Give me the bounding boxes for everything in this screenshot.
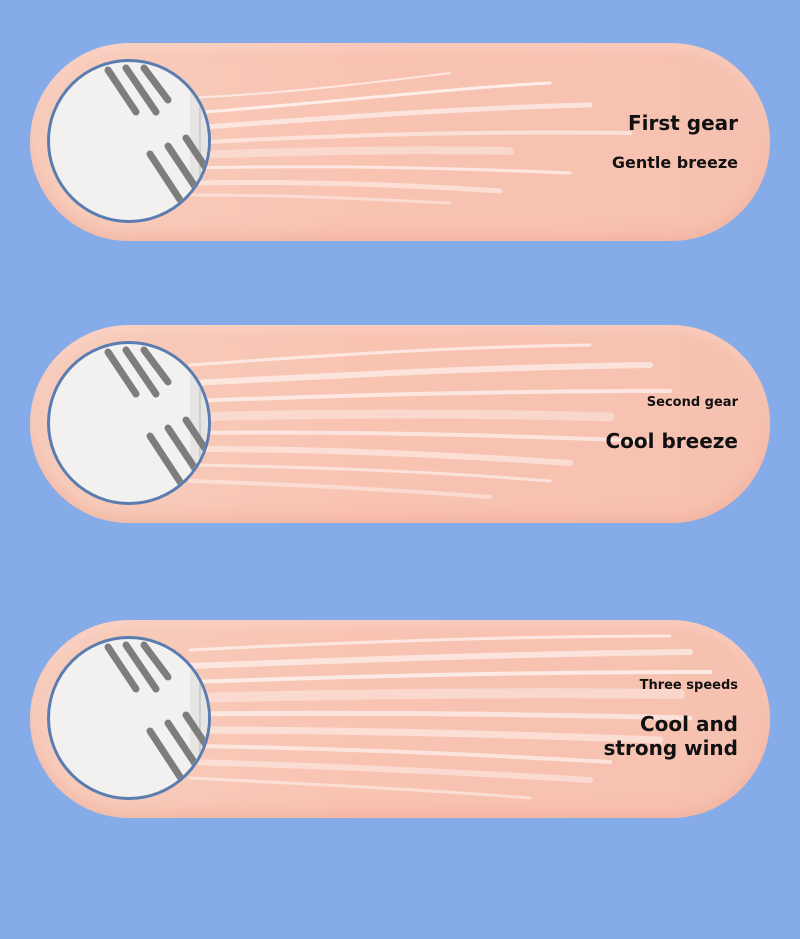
gear-subtitle-line1: Cool and (639, 712, 738, 736)
fan-grille-icon (47, 341, 211, 505)
gear-title: First gear (627, 111, 738, 135)
gear-title: Second gear (646, 395, 738, 410)
gear-subtitle: Cool breeze (605, 429, 739, 453)
airflow-streaks (186, 72, 632, 205)
gear-subtitle: Gentle breeze (611, 153, 738, 172)
gear-label-group: Three speeds Cool and strong wind (604, 620, 738, 818)
gear-subtitle-line2: strong wind (603, 736, 738, 760)
fan-grille-icon (47, 636, 211, 800)
airflow-streaks (185, 634, 712, 800)
gear-panel-first: First gear Gentle breeze (30, 43, 770, 241)
gear-panel-third: Three speeds Cool and strong wind (30, 620, 770, 818)
gear-title: Three speeds (639, 678, 738, 693)
fan-grille-icon (47, 59, 211, 223)
airflow-streaks (185, 343, 672, 499)
gear-label-group: Second gear Cool breeze (606, 325, 739, 523)
gear-panel-second: Second gear Cool breeze (30, 325, 770, 523)
gear-label-group: First gear Gentle breeze (612, 43, 738, 241)
